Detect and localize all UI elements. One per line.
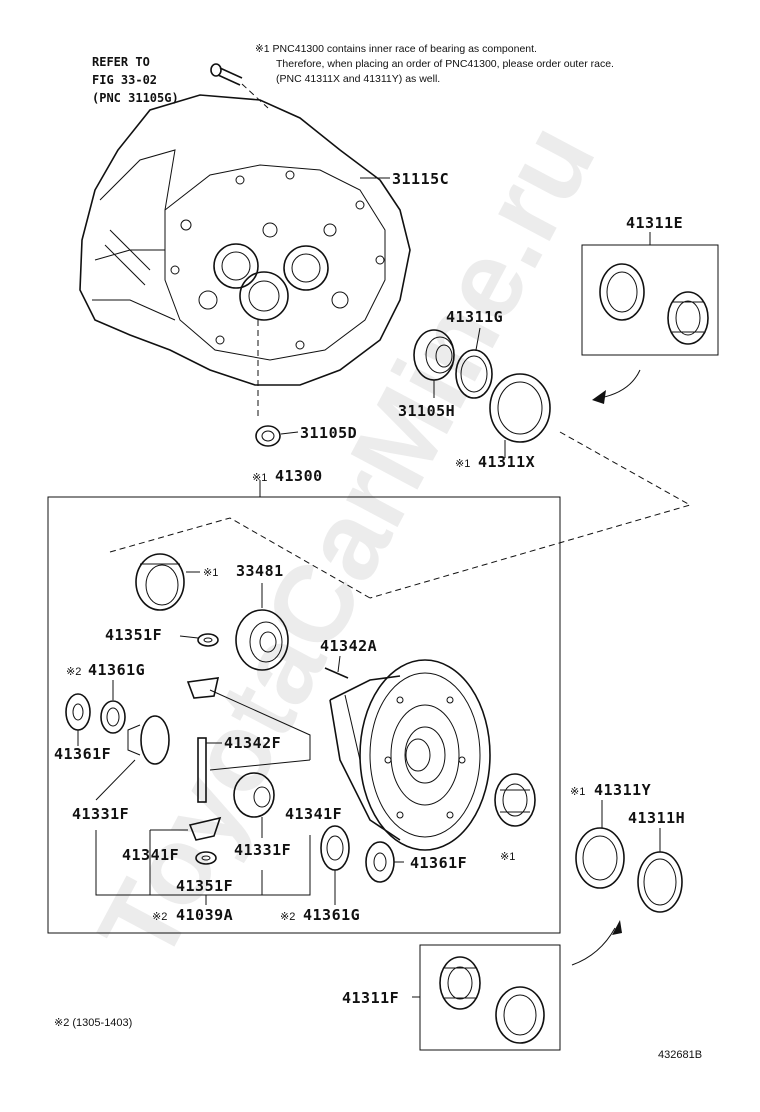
label-31105D: 31105D xyxy=(300,424,357,442)
label-33481: 33481 xyxy=(236,562,284,580)
shim-41311H-drawing xyxy=(637,828,683,913)
seal-31105H-drawing xyxy=(413,329,455,398)
side-gear-left-drawing xyxy=(95,715,170,801)
bearing-41311E-box xyxy=(581,232,719,356)
note1-line-3: (PNC 41311X and 41311Y) as well. xyxy=(276,73,440,85)
shim-41311G-drawing xyxy=(455,327,493,399)
gear-33481-drawing xyxy=(235,583,289,671)
label-41311H: 41311H xyxy=(628,809,685,827)
label-41361F-right: 41361F xyxy=(410,854,467,872)
label-41039A-mark: ※2 xyxy=(152,911,167,923)
label-41039A: 41039A xyxy=(176,906,233,924)
pinion-bottom-drawing xyxy=(188,816,222,841)
transaxle-case-drawing xyxy=(79,94,411,420)
label-41342F: 41342F xyxy=(224,734,281,752)
washer-41361F-right-drawing xyxy=(365,841,404,883)
washer-41351F-bottom-drawing xyxy=(195,851,217,865)
arrow-upper xyxy=(599,369,641,399)
bolt-drawing xyxy=(210,63,269,109)
bearing-inner-top-drawing xyxy=(135,553,200,611)
seal-31105D-drawing xyxy=(255,425,299,447)
label-31105H: 31105H xyxy=(398,402,455,420)
diagram-id: 432681B xyxy=(658,1049,702,1061)
label-41311X: 41311X xyxy=(478,453,535,471)
washer-41351F-top-drawing xyxy=(179,633,219,647)
label-41311Y: 41311Y xyxy=(594,781,651,799)
label-41311F: 41311F xyxy=(342,989,399,1007)
bearing-inner-right-drawing xyxy=(494,773,536,827)
label-41300: 41300 xyxy=(275,467,323,485)
side-gear-right-drawing xyxy=(233,772,275,838)
label-31115C: 31115C xyxy=(392,170,449,188)
label-41342A: 41342A xyxy=(320,637,377,655)
differential-assembly-box xyxy=(47,496,561,934)
label-41361G-top-mark: ※2 xyxy=(66,666,81,678)
label-41341F-right: 41341F xyxy=(285,805,342,823)
differential-case-drawing xyxy=(329,659,491,851)
footnote-text: ※2 (1305-1403) xyxy=(54,1017,132,1029)
bracket-lines xyxy=(95,689,336,905)
refer-line-3: (PNC 31105G) xyxy=(92,91,179,105)
refer-line-2: FIG 33-02 xyxy=(92,73,157,87)
label-41331F-bottom: 41331F xyxy=(234,841,291,859)
pinion-top-drawing xyxy=(186,677,220,699)
label-41311E: 41311E xyxy=(626,214,683,232)
pin-41342A-drawing xyxy=(324,655,349,679)
bearing-41311F-box xyxy=(412,944,561,1051)
arrow-lower xyxy=(571,927,616,966)
race-41311Y-drawing xyxy=(575,800,625,889)
label-bearing-mark-1: ※1 xyxy=(203,567,218,579)
label-41311Y-mark: ※1 xyxy=(570,786,585,798)
washer-41361G-bottom-drawing xyxy=(320,825,350,871)
label-41331F-left: 41331F xyxy=(72,805,129,823)
label-41361F-left: 41361F xyxy=(54,745,111,763)
arrow-upper-head xyxy=(592,390,606,404)
note1-line-2: Therefore, when placing an order of PNC4… xyxy=(276,58,614,70)
label-41361G-bottom: 41361G xyxy=(303,906,360,924)
race-41311X-drawing xyxy=(489,373,551,458)
label-41351F-top: 41351F xyxy=(105,626,162,644)
label-41361G-bottom-mark: ※2 xyxy=(280,911,295,923)
arrow-lower-head xyxy=(612,920,622,935)
label-41361G-top: 41361G xyxy=(88,661,145,679)
label-41361F-right-mark: ※1 xyxy=(500,851,515,863)
label-41300-mark: ※1 xyxy=(252,472,267,484)
guide-line-left xyxy=(109,517,371,599)
guide-line-right xyxy=(369,431,692,599)
refer-line-1: REFER TO xyxy=(92,55,150,69)
label-41341F-bottom: 41341F xyxy=(122,846,179,864)
washer-41361F-left-drawing xyxy=(65,693,91,746)
shaft-41342F-drawing xyxy=(197,737,222,803)
label-41311X-mark: ※1 xyxy=(455,458,470,470)
washer-41361G-top-drawing xyxy=(100,680,126,734)
label-41351F-bottom: 41351F xyxy=(176,877,233,895)
label-41311G: 41311G xyxy=(446,308,503,326)
note1-line-1: ※1 PNC41300 contains inner race of beari… xyxy=(255,43,537,55)
